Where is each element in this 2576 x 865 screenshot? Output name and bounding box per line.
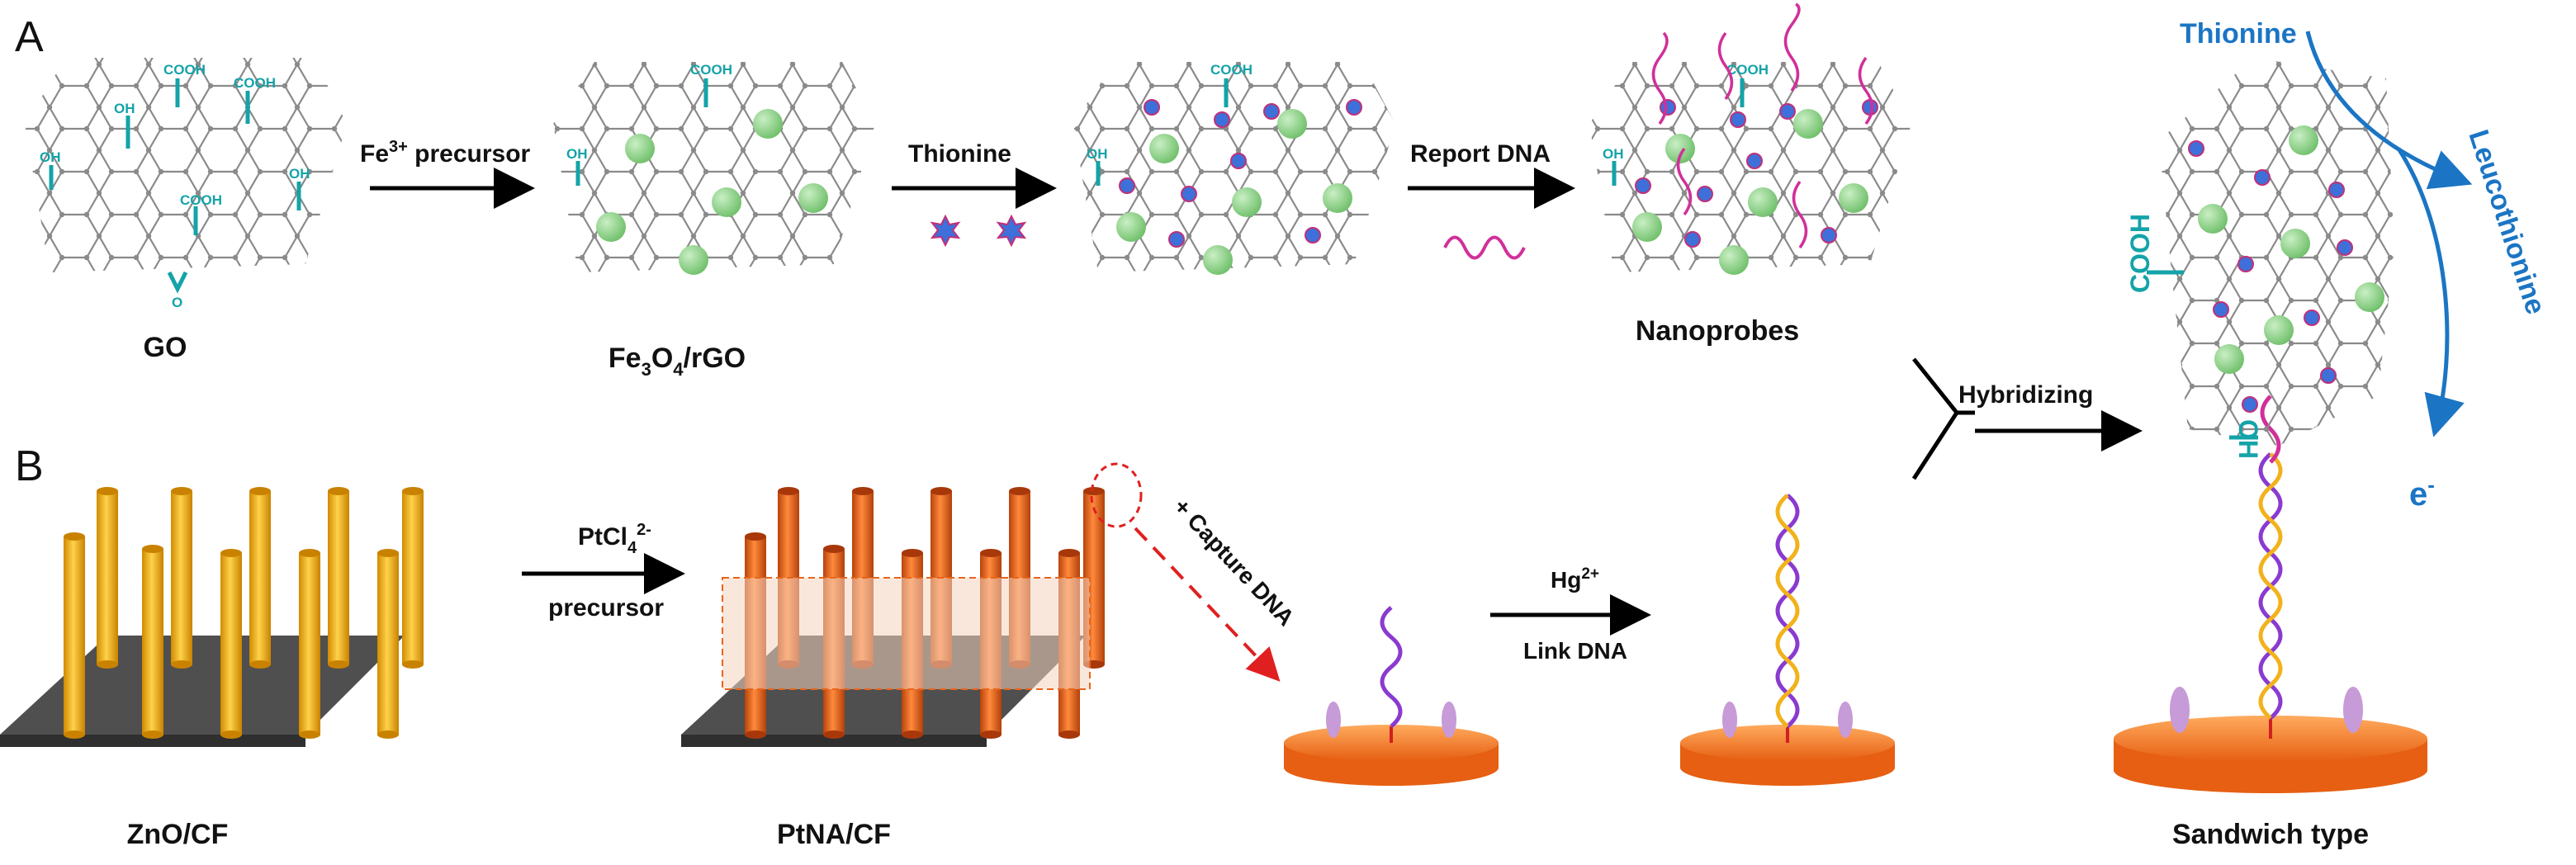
nanoprobes-label: Nanoprobes xyxy=(1636,315,1799,347)
go-cooh-1: COOH xyxy=(163,62,206,78)
zno-nanorod xyxy=(377,553,399,735)
fe3o4-particle xyxy=(625,134,655,163)
capture-site-circle xyxy=(1090,462,1143,528)
nanoprobe-sheet-tilted xyxy=(2159,58,2394,446)
go-label: GO xyxy=(144,332,187,363)
sandwich-assembly: COOH OH xyxy=(2114,31,2473,793)
zno-nanorod xyxy=(299,553,320,735)
step-hybridizing: Hybridizing xyxy=(1958,381,2093,409)
zno-nanorod xyxy=(64,536,85,735)
report-dna-attached xyxy=(1651,2,1874,249)
probe-oh: OH xyxy=(1603,146,1624,162)
ptna-section-highlight xyxy=(722,577,1091,690)
go-cooh-3: COOH xyxy=(180,192,222,208)
sandwich-label: Sandwich type xyxy=(2172,819,2369,850)
rgo-cooh: COOH xyxy=(690,62,732,78)
go-oh-2: OH xyxy=(40,149,61,165)
sandwich-cooh: COOH xyxy=(2125,214,2155,293)
thionine-star xyxy=(996,214,1027,248)
fe3o4-particle xyxy=(679,245,708,275)
go-oh-3: OH xyxy=(289,166,310,182)
sandwich-oh: OH xyxy=(2233,419,2263,459)
hybridizing-bracket xyxy=(1911,357,1960,480)
step-thionine: Thionine xyxy=(908,140,1011,168)
fe3o4-particle xyxy=(712,187,741,217)
capture-dna-strand xyxy=(1380,606,1403,728)
fe3o4-particle xyxy=(596,212,626,242)
leucothionine-label: Leucothionine xyxy=(2462,126,2551,319)
thionine-star xyxy=(930,214,961,248)
report-dna-strand xyxy=(1443,235,1526,260)
step-hg: Hg2+ xyxy=(1551,565,1599,593)
capture-dna-strand-2 xyxy=(1775,494,1800,728)
zno-nanorod xyxy=(402,491,424,664)
thio-oh: OH xyxy=(1087,146,1108,162)
go-epoxy: O xyxy=(172,295,182,310)
zno-cf-label: ZnO/CF xyxy=(127,819,229,850)
step-capture-dna: + Capture DNA xyxy=(1169,494,1300,631)
ptna-cf-array xyxy=(681,487,1105,747)
zno-nanorod xyxy=(97,491,118,664)
thionine-to-leucothionine-arrow xyxy=(2305,31,2473,190)
electron-transfer-arrow xyxy=(2396,147,2465,437)
probe-cooh: COOH xyxy=(1726,62,1769,78)
link-dna-strand xyxy=(1775,494,1800,728)
thio-cooh: COOH xyxy=(1210,62,1252,78)
zno-nanorod xyxy=(249,491,271,664)
step-link-dna: Link DNA xyxy=(1523,638,1627,664)
blocking-agent xyxy=(1442,702,1456,738)
fe3o4-rgo-sheet: COOH OH xyxy=(553,62,875,275)
fe3o4-rgo-label: Fe3O4/rGO xyxy=(608,343,746,380)
capture-dna-electrode xyxy=(1284,606,1499,786)
fe3o4-particle xyxy=(798,183,828,213)
thionine-label: Thionine xyxy=(2180,18,2297,50)
zno-nanorod xyxy=(328,491,349,664)
panel-b-letter: B xyxy=(15,442,44,490)
go-oh-1: OH xyxy=(114,101,135,116)
zno-nanorod xyxy=(220,553,242,735)
panel-a-letter: A xyxy=(15,13,44,61)
electron-label: e- xyxy=(2409,472,2435,513)
step-ptcl4: PtCl42- xyxy=(578,521,651,557)
zno-nanorod xyxy=(171,491,192,664)
rgo-oh: OH xyxy=(566,146,588,162)
fe3o4-particle xyxy=(753,109,783,139)
zno-nanorod xyxy=(142,549,163,735)
step-report-dna: Report DNA xyxy=(1410,140,1551,168)
blocking-agent xyxy=(1326,702,1341,738)
thionine-loaded-sheet: COOH OH xyxy=(1073,62,1395,275)
step-fe-precursor: Fe3+ precursor xyxy=(360,138,531,168)
go-cooh-2: COOH xyxy=(234,75,276,91)
capture-dna-arrow xyxy=(1134,527,1281,682)
step-precursor: precursor xyxy=(548,594,664,622)
zno-cf-array xyxy=(0,487,424,747)
nanoprobes-sheet: COOH OH xyxy=(1589,62,1911,275)
ptna-cf-label: PtNA/CF xyxy=(777,819,891,850)
go-sheet: COOH COOH OH OH COOH OH O xyxy=(25,58,347,310)
thionine-molecules xyxy=(930,214,1027,248)
link-dna-electrode xyxy=(1680,494,1895,786)
